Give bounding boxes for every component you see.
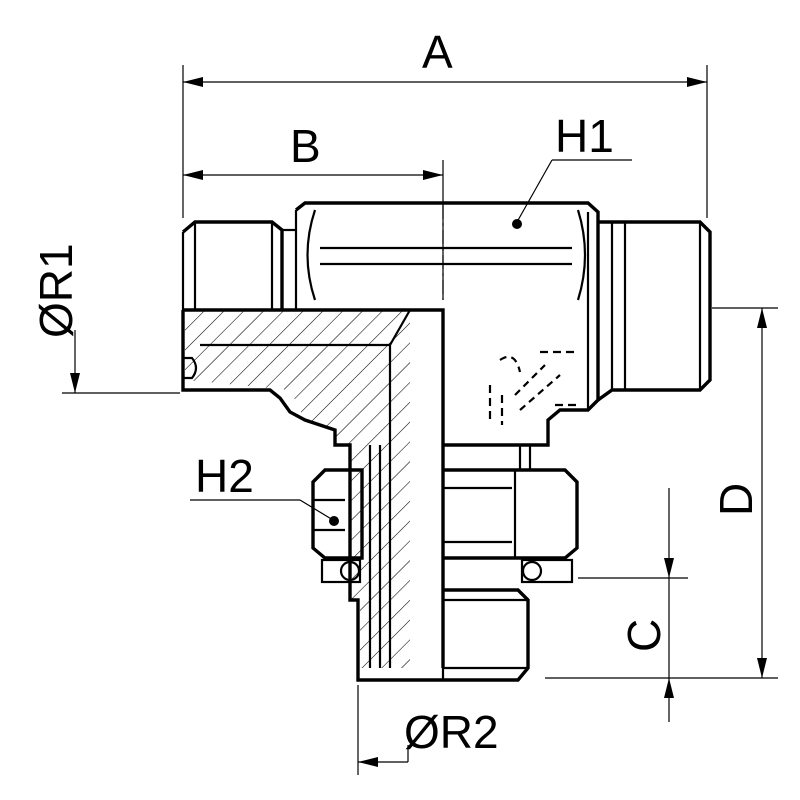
fitting-body	[181, 201, 712, 682]
bottom-thread	[441, 582, 530, 682]
dimension-c: C	[578, 488, 688, 722]
label-h1: H1	[555, 110, 614, 162]
label-r1: ØR1	[30, 243, 82, 338]
dimension-h2: H2	[190, 450, 339, 526]
label-r2: ØR2	[404, 706, 499, 758]
dimension-h1: H1	[512, 110, 632, 229]
label-a: A	[422, 26, 453, 78]
dimension-d: D	[545, 307, 778, 679]
nut	[311, 468, 579, 560]
dimension-b: B	[183, 120, 444, 300]
dimension-r2: ØR2	[357, 685, 499, 775]
dimension-r1: ØR1	[30, 243, 180, 394]
label-d: D	[710, 483, 762, 516]
label-b: B	[290, 120, 321, 172]
label-c: C	[618, 619, 670, 652]
dimension-a: A	[182, 26, 708, 218]
label-h2: H2	[195, 450, 254, 502]
hidden-bore	[488, 350, 578, 425]
seal-ring	[320, 558, 574, 584]
